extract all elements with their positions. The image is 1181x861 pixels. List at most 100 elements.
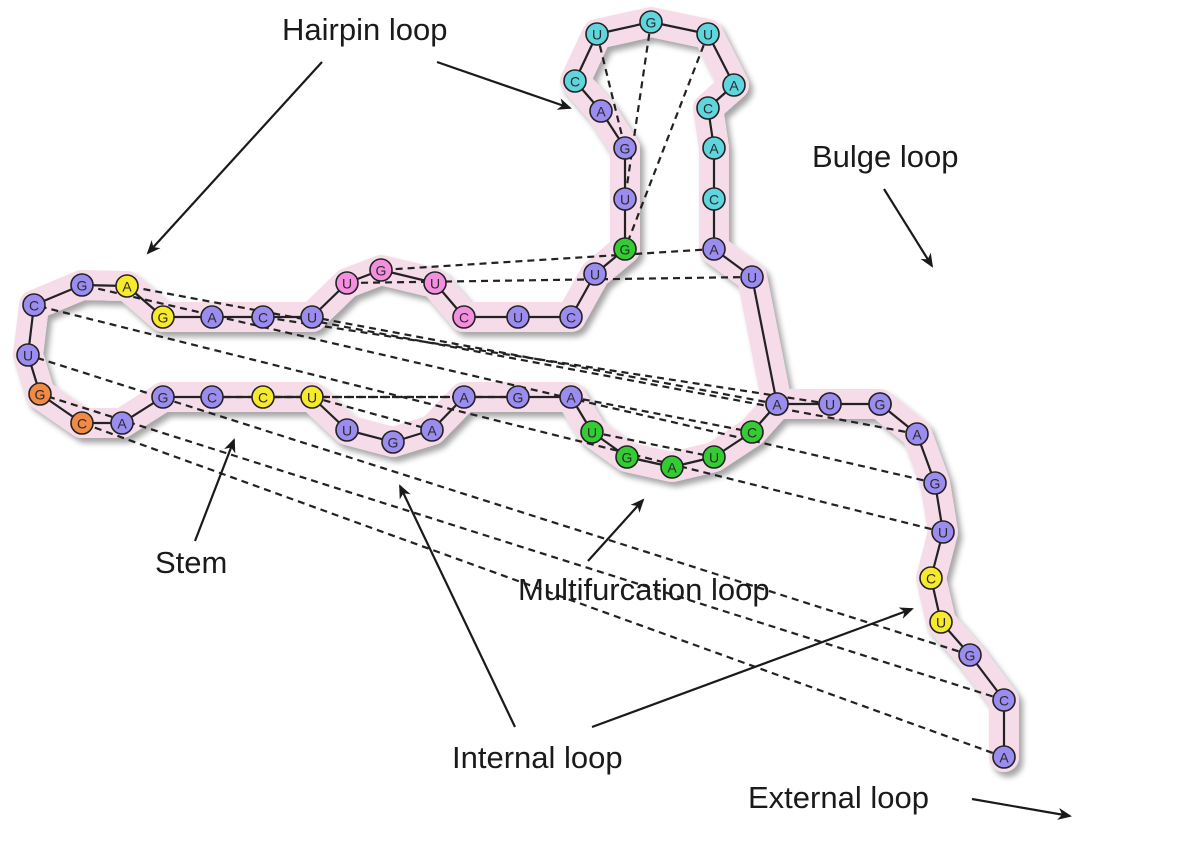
nucleotides: ACGUCUGAUAGUACACAUGUCAGUGUCUCUGUUCAGAGCU… bbox=[16, 10, 1016, 769]
nucleotide-circle bbox=[958, 643, 982, 667]
nucleotide-stem: C bbox=[251, 305, 275, 329]
nucleotide-stem: A bbox=[200, 305, 224, 329]
nucleotide-base: U bbox=[620, 192, 630, 208]
nucleotide-circle bbox=[919, 566, 943, 590]
nucleotide-hairpin-loop: U bbox=[696, 22, 720, 46]
internal-loop-label: Internal loop bbox=[452, 740, 623, 775]
nucleotide-circle bbox=[115, 274, 139, 298]
nucleotide-circle bbox=[992, 745, 1016, 769]
nucleotide-multifurcation-loop: A bbox=[660, 455, 684, 479]
nucleotide-circle bbox=[423, 271, 447, 295]
nucleotide-stem: C bbox=[200, 385, 224, 409]
nucleotide-internal-loop: C bbox=[251, 385, 275, 409]
nucleotide-circle bbox=[420, 418, 444, 442]
internal-loop-arrow-left bbox=[399, 484, 516, 728]
base-pair-bond bbox=[33, 303, 944, 534]
nucleotide-stem: A bbox=[702, 237, 726, 261]
bulge-loop-arrow bbox=[883, 188, 934, 268]
nucleotide-base: U bbox=[307, 310, 317, 326]
base-pair-bond bbox=[591, 430, 715, 459]
nucleotide-base: C bbox=[29, 298, 39, 314]
nucleotide-circle bbox=[151, 305, 175, 329]
nucleotide-circle bbox=[765, 392, 789, 416]
nucleotide-base: U bbox=[825, 397, 835, 413]
nucleotide-base: C bbox=[459, 310, 469, 326]
external-loop-label: External loop bbox=[748, 780, 929, 815]
nucleotide-base: G bbox=[158, 390, 169, 406]
nucleotide-stem: U bbox=[613, 187, 637, 211]
nucleotide-base: A bbox=[596, 104, 606, 120]
nucleotide-base: U bbox=[936, 615, 946, 631]
nucleotide-multifurcation-loop: G bbox=[615, 445, 639, 469]
nucleotide-base: C bbox=[709, 192, 719, 208]
nucleotide-circle bbox=[151, 385, 175, 409]
nucleotide-circle bbox=[28, 382, 52, 406]
nucleotide-multifurcation-loop: U bbox=[702, 445, 726, 469]
nucleotide-circle bbox=[506, 305, 530, 329]
nucleotide-circle bbox=[722, 73, 746, 97]
nucleotide-circle bbox=[585, 22, 609, 46]
nucleotide-stem: C bbox=[992, 688, 1016, 712]
nucleotide-circle bbox=[335, 271, 359, 295]
nucleotide-circle bbox=[580, 420, 604, 444]
nucleotide-stem: A bbox=[905, 422, 929, 446]
nucleotide-base: C bbox=[999, 693, 1009, 709]
nucleotide-stem: A bbox=[110, 411, 134, 435]
base-pair-bond bbox=[570, 395, 753, 434]
nucleotide-circle bbox=[740, 420, 764, 444]
nucleotide-circle bbox=[702, 136, 726, 160]
nucleotide-base: A bbox=[667, 460, 677, 476]
nucleotide-base: G bbox=[930, 476, 941, 492]
nucleotide-stem: G bbox=[868, 392, 892, 416]
nucleotide-base: C bbox=[258, 390, 268, 406]
base-pair-bond bbox=[346, 275, 753, 285]
nucleotide-bulge-loop: C bbox=[452, 305, 476, 329]
nucleotide-circle bbox=[559, 305, 583, 329]
nucleotide-circle bbox=[929, 610, 953, 634]
nucleotide-base: A bbox=[566, 390, 576, 406]
base-pair-bond bbox=[27, 353, 971, 657]
nucleotide-circle bbox=[868, 392, 892, 416]
nucleotide-bulge-loop: U bbox=[423, 271, 447, 295]
base-pair-bond bbox=[81, 283, 936, 485]
nucleotide-circle bbox=[613, 187, 637, 211]
nucleotide-base: G bbox=[388, 435, 399, 451]
nucleotide-circle bbox=[563, 69, 587, 93]
nucleotide-base: G bbox=[875, 397, 886, 413]
nucleotide-circle bbox=[369, 258, 393, 282]
nucleotide-hairpin-loop: A bbox=[722, 73, 746, 97]
nucleotide-base: U bbox=[342, 276, 352, 292]
nucleotide-stem: U bbox=[583, 262, 607, 286]
nucleotide-base: C bbox=[258, 310, 268, 326]
nucleotide-base: C bbox=[926, 571, 936, 587]
nucleotide-base: G bbox=[376, 263, 387, 279]
base-pair-bond bbox=[81, 421, 1005, 759]
nucleotide-circle bbox=[452, 305, 476, 329]
nucleotide-hairpin-loop: C bbox=[696, 96, 720, 120]
nucleotide-stem: U bbox=[335, 418, 359, 442]
nucleotide-circle bbox=[583, 262, 607, 286]
nucleotide-stem: A bbox=[420, 418, 444, 442]
nucleotide-base: U bbox=[590, 267, 600, 283]
nucleotide-base: A bbox=[912, 427, 922, 443]
nucleotide-circle bbox=[506, 385, 530, 409]
nucleotide-hairpin-loop: U bbox=[585, 22, 609, 46]
nucleotide-bulge-loop: U bbox=[335, 271, 359, 295]
external-loop-arrow bbox=[971, 797, 1072, 820]
nucleotide-circle bbox=[660, 455, 684, 479]
base-pair-bond bbox=[623, 33, 710, 250]
nucleotide-circle bbox=[696, 22, 720, 46]
nucleotide-stem: C bbox=[559, 305, 583, 329]
nucleotide-base: C bbox=[566, 310, 576, 326]
nucleotide-base: U bbox=[342, 423, 352, 439]
nucleotide-stem: G bbox=[151, 385, 175, 409]
nucleotide-stem: C bbox=[22, 293, 46, 317]
nucleotide-circle bbox=[300, 305, 324, 329]
nucleotide-base: G bbox=[646, 15, 657, 31]
nucleotide-internal-loop: U bbox=[929, 610, 953, 634]
base-pair-bond bbox=[311, 315, 778, 406]
nucleotide-stem: G bbox=[958, 643, 982, 667]
hairpin-loop-label: Hairpin loop bbox=[282, 12, 447, 47]
